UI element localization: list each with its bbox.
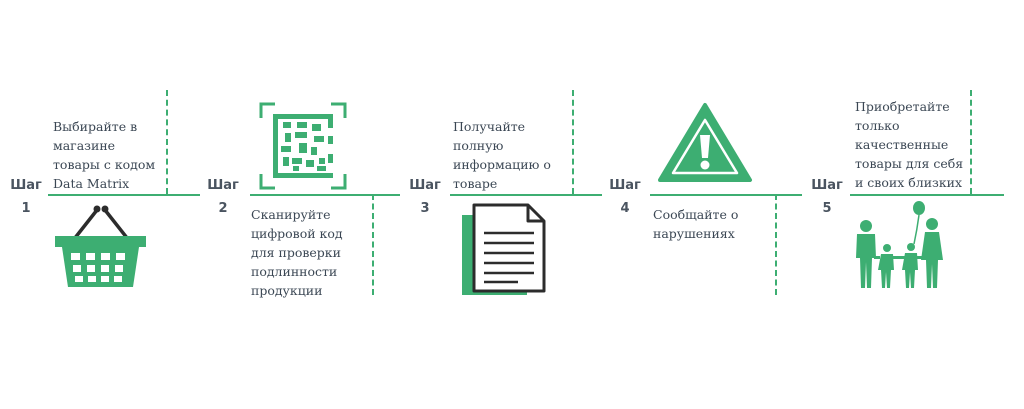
timeline-line — [250, 194, 400, 196]
dashed-divider — [572, 90, 574, 194]
step-5: Шаг 5 Приобретайте только качественные т… — [800, 0, 1005, 409]
step-label-word: Шаг — [207, 178, 239, 193]
documents-icon — [462, 203, 547, 302]
step-label: Шаг 2 — [203, 174, 243, 220]
shopping-basket-icon — [53, 203, 148, 295]
step-label-word: Шаг — [10, 178, 42, 193]
step-number: 4 — [620, 201, 630, 216]
step-label: Шаг 1 — [6, 174, 46, 220]
warning-icon — [657, 102, 753, 188]
step-label: Шаг 5 — [807, 174, 847, 220]
dashed-divider — [970, 90, 972, 194]
step-label-word: Шаг — [609, 178, 641, 193]
step-3: Шаг 3 Получайте полную информацию о това… — [400, 0, 605, 409]
step-description: Сканируйте цифровой код для проверки под… — [251, 207, 343, 298]
step-description: Выбирайте в магазине товары с кодом Data… — [53, 119, 156, 191]
step-description: Получайте полную информацию о товаре — [453, 119, 551, 191]
step-label-word: Шаг — [811, 178, 843, 193]
timeline-line — [48, 194, 200, 196]
step-number: 1 — [21, 201, 31, 216]
step-number: 2 — [218, 201, 228, 216]
step-description: Сообщайте о нарушениях — [653, 207, 739, 241]
data-matrix-scan-icon — [259, 102, 347, 194]
timeline-line — [850, 194, 1004, 196]
step-label: Шаг 3 — [405, 174, 445, 220]
step-number: 5 — [822, 201, 832, 216]
step-4: Шаг 4 Сообщайте о нарушениях — [600, 0, 805, 409]
step-number: 3 — [420, 201, 430, 216]
dashed-divider — [775, 194, 777, 295]
dashed-divider — [372, 194, 374, 295]
timeline-line — [450, 194, 602, 196]
step-2: Шаг 2 Сканируйте цифровой код — [200, 0, 405, 409]
dashed-divider — [166, 90, 168, 194]
timeline-line — [650, 194, 802, 196]
step-1: Шаг 1 Выбирайте в магазине товары с кодо… — [0, 0, 205, 409]
family-icon — [852, 200, 948, 296]
step-label-word: Шаг — [409, 178, 441, 193]
step-description: Приобретайте только качественные товары … — [855, 99, 964, 190]
step-label: Шаг 4 — [605, 174, 645, 220]
